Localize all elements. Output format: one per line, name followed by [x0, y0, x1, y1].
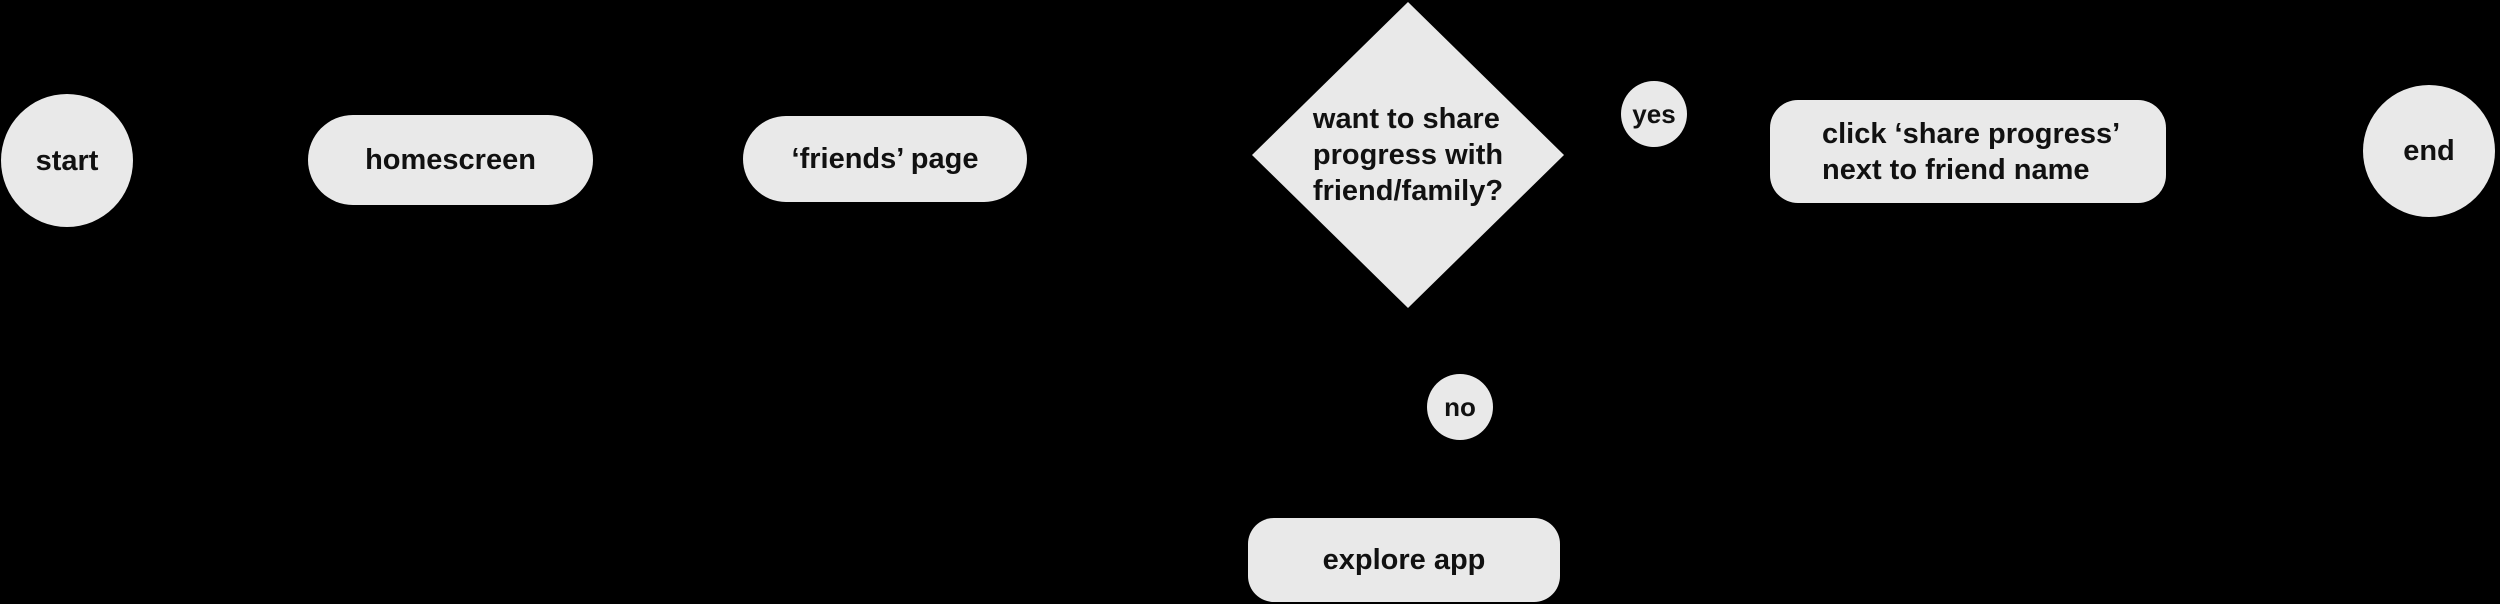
click-share-node-label: click ‘share progress’ next to friend na…	[1822, 116, 2120, 188]
homescreen-node[interactable]: homescreen	[308, 115, 593, 205]
start-node[interactable]: start	[1, 94, 133, 227]
no-branch-label[interactable]: no	[1427, 374, 1493, 440]
click-share-label-line-1: click ‘share progress’	[1822, 117, 2121, 150]
click-share-label-line-2: next to friend name	[1822, 153, 2090, 186]
click-share-progress-node[interactable]: click ‘share progress’ next to friend na…	[1770, 100, 2166, 203]
decision-label-line-1: want to share	[1312, 103, 1500, 135]
end-node-label: end	[2403, 135, 2455, 167]
explore-app-node-label: explore app	[1322, 544, 1486, 576]
end-node[interactable]: end	[2363, 85, 2495, 217]
friends-page-node-label: ‘friends’ page	[791, 143, 979, 175]
explore-app-node[interactable]: explore app	[1248, 518, 1560, 602]
decision-label-line-3: friend/family?	[1312, 175, 1504, 207]
share-progress-decision-node[interactable]: want to share progress with friend/famil…	[1252, 2, 1564, 308]
yes-branch-label[interactable]: yes	[1621, 81, 1687, 147]
no-branch-label-text: no	[1444, 392, 1476, 422]
decision-label-line-2: progress with	[1312, 139, 1504, 171]
homescreen-node-label: homescreen	[365, 144, 536, 176]
friends-page-node[interactable]: ‘friends’ page	[743, 116, 1027, 202]
start-node-label: start	[35, 144, 99, 177]
yes-branch-label-text: yes	[1632, 99, 1676, 129]
decision-node-label: want to share progress with friend/famil…	[1313, 101, 1503, 209]
